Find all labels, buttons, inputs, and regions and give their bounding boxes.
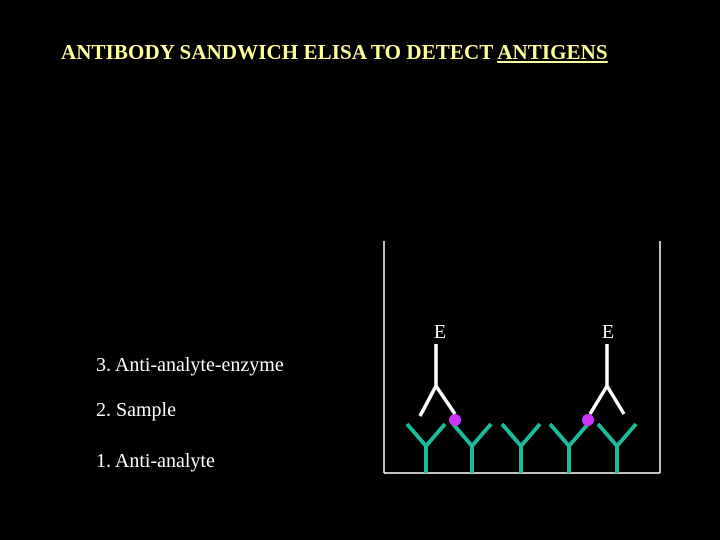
step-1-label: 1. Anti-analyte: [96, 450, 215, 472]
step-3-label: 3. Anti-analyte-enzyme: [96, 354, 284, 376]
step-2-label: 2. Sample: [96, 399, 176, 421]
detection-antibody: [588, 344, 626, 415]
enzyme-label: E: [602, 321, 614, 343]
capture-antibody: [405, 422, 447, 473]
antigen-dot: [449, 414, 461, 426]
detection-antibody: [418, 344, 457, 417]
antigen-dot: [582, 414, 594, 426]
capture-antibody: [596, 422, 638, 473]
page-title: ANTIBODY SANDWICH ELISA TO DETECT ANTIGE…: [61, 40, 608, 65]
title-prefix: ANTIBODY SANDWICH ELISA TO DETECT: [61, 40, 493, 64]
capture-antibody: [451, 422, 493, 473]
enzyme-label: E: [434, 321, 446, 343]
capture-antibody: [548, 422, 590, 473]
capture-antibody: [500, 422, 542, 473]
title-emphasis: ANTIGENS: [497, 40, 608, 64]
